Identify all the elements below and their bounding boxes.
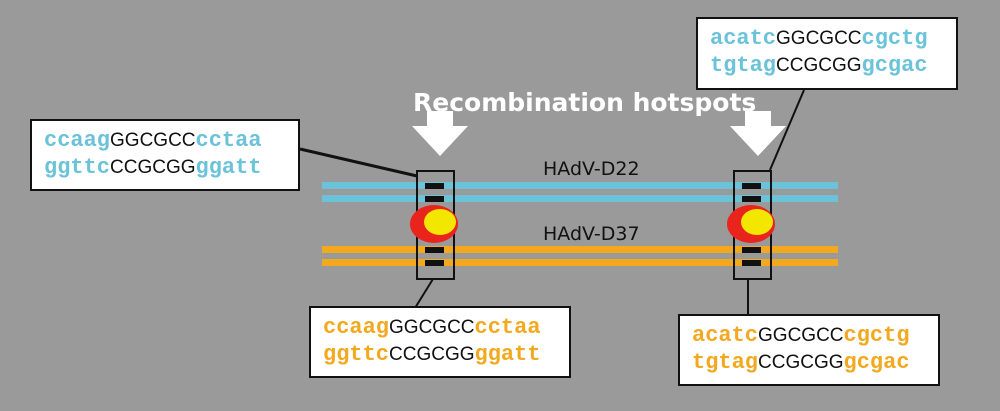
sequence-line-top: acatcGGCGCCcgctg [692,323,910,348]
strand-d22 [322,182,838,202]
sequence-box-right-d22: acatcGGCGCCcgctg tgtagCCGCGGgcgac [696,17,958,90]
sequence-line-top: ccaagGGCGCCcctaa [323,315,541,340]
sequence-line-top: ccaagGGCGCCcctaa [44,128,262,153]
sequence-line-top: acatcGGCGCCcgctg [710,26,928,51]
arrow-down-icon [730,111,786,156]
hotspot-right [727,170,775,280]
sequence-box-left-d22: ccaagGGCGCCcctaa ggttcCCGCGGggatt [30,119,300,191]
strain-label-d37: HAdV-D37 [543,223,640,245]
hotspot-left [410,170,458,280]
sequence-line-bottom: tgtagCCGCGGgcgac [692,350,910,375]
strand-d37 [322,246,838,266]
connector-left-top [299,147,418,178]
sequence-box-right-d37: acatcGGCGCCcgctg tgtagCCGCGGgcgac [678,314,940,386]
sequence-line-bottom: ggttcCCGCGGggatt [44,155,262,180]
connector-left-bottom [414,278,434,309]
sequence-line-bottom: ggttcCCGCGGggatt [323,342,541,367]
sequence-line-bottom: tgtagCCGCGGgcgac [710,53,928,78]
strain-label-d22: HAdV-D22 [543,158,640,180]
sequence-box-left-d37: ccaagGGCGCCcctaa ggttcCCGCGGggatt [309,306,571,378]
arrow-down-icon [412,111,468,156]
diagram-title: Recombination hotspots [413,88,757,117]
connector-right-top [769,89,805,171]
